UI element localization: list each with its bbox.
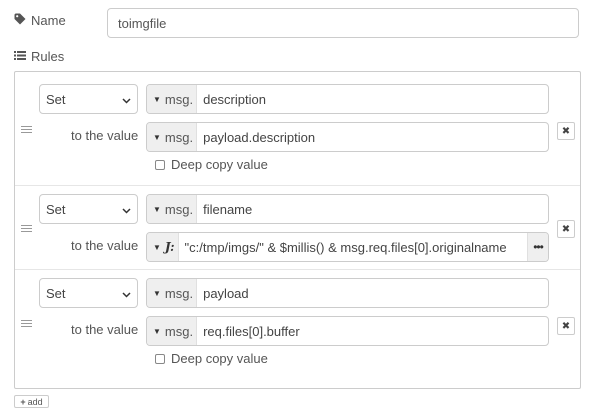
close-icon: ✖ [561,223,571,235]
deep-copy-checkbox[interactable] [155,159,165,170]
caret-down-icon: ▼ [153,132,161,142]
rule-source-input[interactable]: ▼ msg. req.files[0].buffer [146,316,549,346]
jsonata-icon: J: [164,240,175,254]
deep-copy-label: Deep copy value [171,351,268,366]
rule-target-input[interactable]: ▼ msg. payload [146,278,549,308]
remove-rule-button[interactable]: ✖ [557,220,575,238]
rule-source-value: "c:/tmp/imgs/" & $millis() & msg.req.fil… [184,239,507,255]
deep-copy-row: Deep copy value [155,157,268,172]
rule-target-input[interactable]: ▼ msg. description [146,84,549,114]
rule-action-select[interactable]: Set [39,194,138,224]
name-label: Name [31,13,66,28]
tag-icon [14,13,26,28]
rule-action-value: Set [46,285,66,301]
close-icon: ✖ [561,125,571,137]
add-rule-button[interactable]: + add [14,395,49,408]
deep-copy-checkbox[interactable] [155,353,165,364]
rule-target-value: description [203,91,266,107]
name-label-row: Name [14,13,66,28]
drag-handle-icon[interactable] [21,225,32,232]
rules-label-row: Rules [14,49,64,64]
chevron-down-icon [122,202,131,217]
rule-source-type: msg. [164,129,194,145]
rule-source-value: payload.description [203,129,316,145]
name-input[interactable]: toimgfile [107,8,579,38]
rules-label: Rules [31,49,65,64]
caret-down-icon: ▼ [153,204,161,214]
caret-down-icon: ▼ [153,242,161,252]
caret-down-icon: ▼ [153,94,161,104]
remove-rule-button[interactable]: ✖ [557,122,575,140]
caret-down-icon: ▼ [153,288,161,298]
rule-action-value: Set [46,91,66,107]
to-the-value-label: to the value [71,128,139,143]
rule-source-type-button[interactable]: ▼ msg. [147,317,198,345]
plus-icon: + [20,396,26,407]
rule-target-value: payload [203,285,249,301]
close-icon: ✖ [561,320,571,332]
rule-source-type-button[interactable]: ▼ msg. [147,123,198,151]
rule-target-type-button[interactable]: ▼ msg. [147,279,198,307]
rule-divider [15,185,580,186]
rule-target-type: msg. [164,201,194,217]
rule-target-type-button[interactable]: ▼ msg. [147,85,198,113]
chevron-down-icon [122,286,131,301]
rule-target-type-button[interactable]: ▼ msg. [147,195,198,223]
rule-target-type: msg. [164,285,194,301]
drag-handle-icon[interactable] [21,126,32,133]
deep-copy-row: Deep copy value [155,351,268,366]
caret-down-icon: ▼ [153,326,161,336]
to-the-value-label: to the value [71,238,139,253]
chevron-down-icon [122,92,131,107]
rule-source-input[interactable]: ▼ J: "c:/tmp/imgs/" & $millis() & msg.re… [146,232,549,262]
rule-action-select[interactable]: Set [39,278,138,308]
deep-copy-label: Deep copy value [171,157,268,172]
rule-source-type-button[interactable]: ▼ J: [147,233,179,261]
name-input-value: toimgfile [118,15,167,31]
rule-action-select[interactable]: Set [39,84,138,114]
remove-rule-button[interactable]: ✖ [557,317,575,335]
to-the-value-label: to the value [71,322,139,337]
expand-expression-button[interactable]: ••• [527,233,548,261]
rule-action-value: Set [46,201,66,217]
rule-source-type: msg. [164,323,194,339]
rule-divider [15,269,580,270]
rule-target-type: msg. [164,91,194,107]
rule-source-value: req.files[0].buffer [203,323,300,339]
add-rule-label: add [27,396,43,407]
rule-target-value: filename [203,201,253,217]
rule-target-input[interactable]: ▼ msg. filename [146,194,549,224]
drag-handle-icon[interactable] [21,320,32,327]
list-icon [14,49,26,64]
rule-source-input[interactable]: ▼ msg. payload.description [146,122,549,152]
